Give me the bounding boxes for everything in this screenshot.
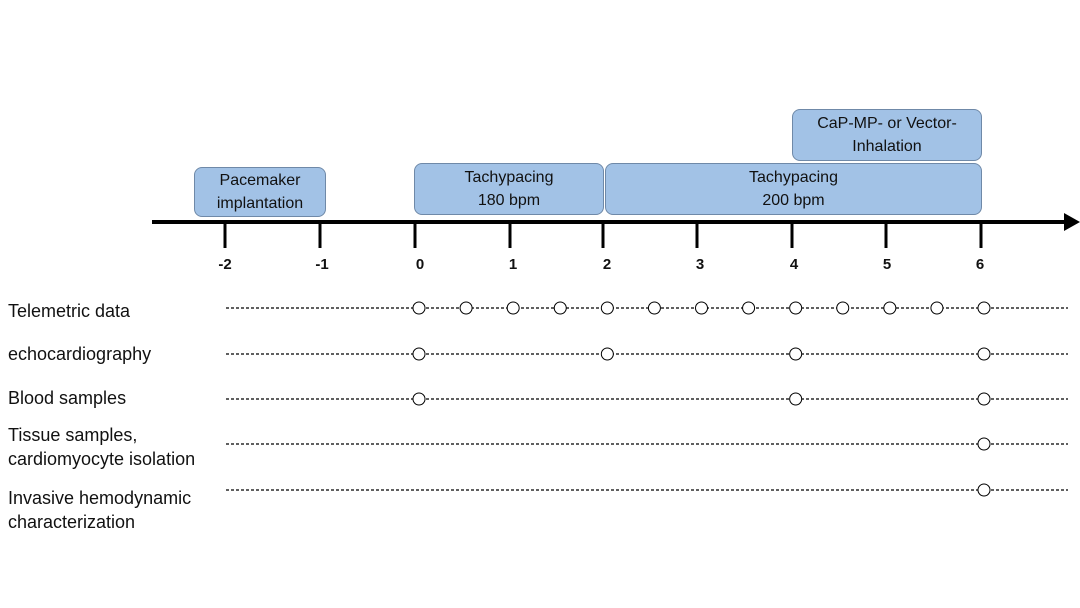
row-label-blood-samples: Blood samples xyxy=(8,388,127,408)
timepoint-marker xyxy=(647,301,661,315)
phase-label: Tachypacing 200 bpm xyxy=(749,169,838,209)
timepoint-marker xyxy=(836,301,850,315)
row-label-invasive-hemodynamic: Invasive hemodynamic characterization xyxy=(8,488,192,532)
tick-label: 3 xyxy=(695,256,705,273)
tick-label: 1 xyxy=(508,256,518,273)
timepoint-marker xyxy=(553,301,567,315)
tick-label: 2 xyxy=(602,256,612,273)
phase-label: CaP-MP- or Vector- Inhalation xyxy=(817,115,957,155)
timepoint-marker xyxy=(412,347,426,361)
axis-ticks xyxy=(223,222,983,248)
timepoint-marker xyxy=(789,392,803,406)
timepoint-marker xyxy=(459,301,473,315)
tick-label: 0 xyxy=(415,256,425,273)
tick-label: -1 xyxy=(315,256,329,273)
timepoint-marker xyxy=(977,392,991,406)
timepoint-marker xyxy=(977,437,991,451)
phase-tachypacing-200: Tachypacing 200 bpm xyxy=(605,163,982,215)
timepoint-marker xyxy=(695,301,708,315)
phase-pacemaker-implantation: Pacemaker implantation xyxy=(194,167,326,217)
timepoint-marker xyxy=(977,301,991,315)
timepoint-marker xyxy=(600,301,614,315)
axis-arrowhead xyxy=(1064,213,1080,231)
phase-inhalation: CaP-MP- or Vector- Inhalation xyxy=(792,109,982,161)
timepoint-marker xyxy=(412,301,426,315)
row-label-tissue-samples: Tissue samples, cardiomyocyte isolation xyxy=(8,425,196,469)
phase-label: Tachypacing 180 bpm xyxy=(464,169,554,209)
tick-label: -2 xyxy=(218,256,232,273)
timepoint-marker xyxy=(977,483,991,497)
row-label-echocardiography: echocardiography xyxy=(8,344,152,364)
timepoint-marker xyxy=(506,301,520,315)
timepoint-marker xyxy=(742,301,756,315)
row-label-telemetric: Telemetric data xyxy=(8,301,131,321)
tick-label: 5 xyxy=(882,256,892,273)
timepoint-marker xyxy=(789,347,803,361)
timepoint-marker xyxy=(977,347,991,361)
tick-label: 4 xyxy=(789,256,799,273)
measurement-rows xyxy=(226,301,1068,497)
timepoint-marker xyxy=(600,347,614,361)
tick-label: 6 xyxy=(975,256,985,273)
timepoint-marker xyxy=(789,301,803,315)
phase-tachypacing-180: Tachypacing 180 bpm xyxy=(414,163,604,215)
timepoint-marker xyxy=(883,301,897,315)
timepoint-marker xyxy=(930,301,944,315)
phase-label: Pacemaker implantation xyxy=(216,172,304,212)
timepoint-marker xyxy=(412,392,426,406)
